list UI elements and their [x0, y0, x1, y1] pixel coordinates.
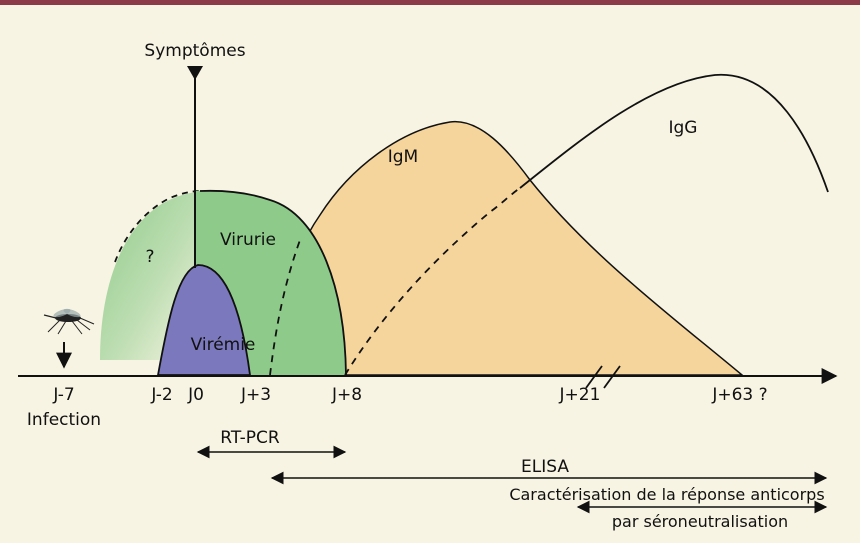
label-unknown: ? — [145, 247, 154, 267]
tick-label-j+63: J+63 ? — [711, 385, 767, 405]
symptoms-triangle — [187, 66, 203, 80]
tick-label-j+3: J+3 — [240, 385, 271, 405]
tick-label-j0: J0 — [187, 385, 204, 405]
rtpcr-label: RT-PCR — [220, 428, 280, 448]
axis-break-1 — [585, 365, 603, 389]
characterisation-label-line1: Caractérisation de la réponse anticorps — [509, 485, 824, 504]
label-viruria: Virurie — [220, 230, 276, 250]
mosquito-icon — [43, 308, 95, 335]
tick-label-j+21: J+21 — [559, 385, 601, 405]
viruria-edge — [199, 189, 347, 376]
uncertain-viruria-dashed-edge — [114, 190, 201, 263]
top-accent-bar — [0, 0, 860, 5]
label-viremia: Virémie — [191, 335, 256, 355]
tick-label-j-2: J-2 — [150, 385, 172, 405]
igm-onset-dashed — [269, 239, 301, 376]
tick-label-j-7: J-7 — [52, 385, 74, 405]
igg-dashed-under-igm — [344, 187, 521, 376]
infection-label: Infection — [27, 410, 101, 430]
label-igm: IgM — [388, 147, 418, 167]
igg-curve — [519, 74, 829, 193]
viremia-area — [156, 264, 252, 376]
label-igg: IgG — [669, 118, 698, 138]
symptoms-label: Symptômes — [144, 41, 245, 61]
characterisation-label-line2: par séroneutralisation — [612, 512, 788, 531]
tick-label-j+8: J+8 — [331, 385, 362, 405]
axis-break-2 — [603, 365, 621, 389]
elisa-label: ELISA — [521, 457, 569, 477]
